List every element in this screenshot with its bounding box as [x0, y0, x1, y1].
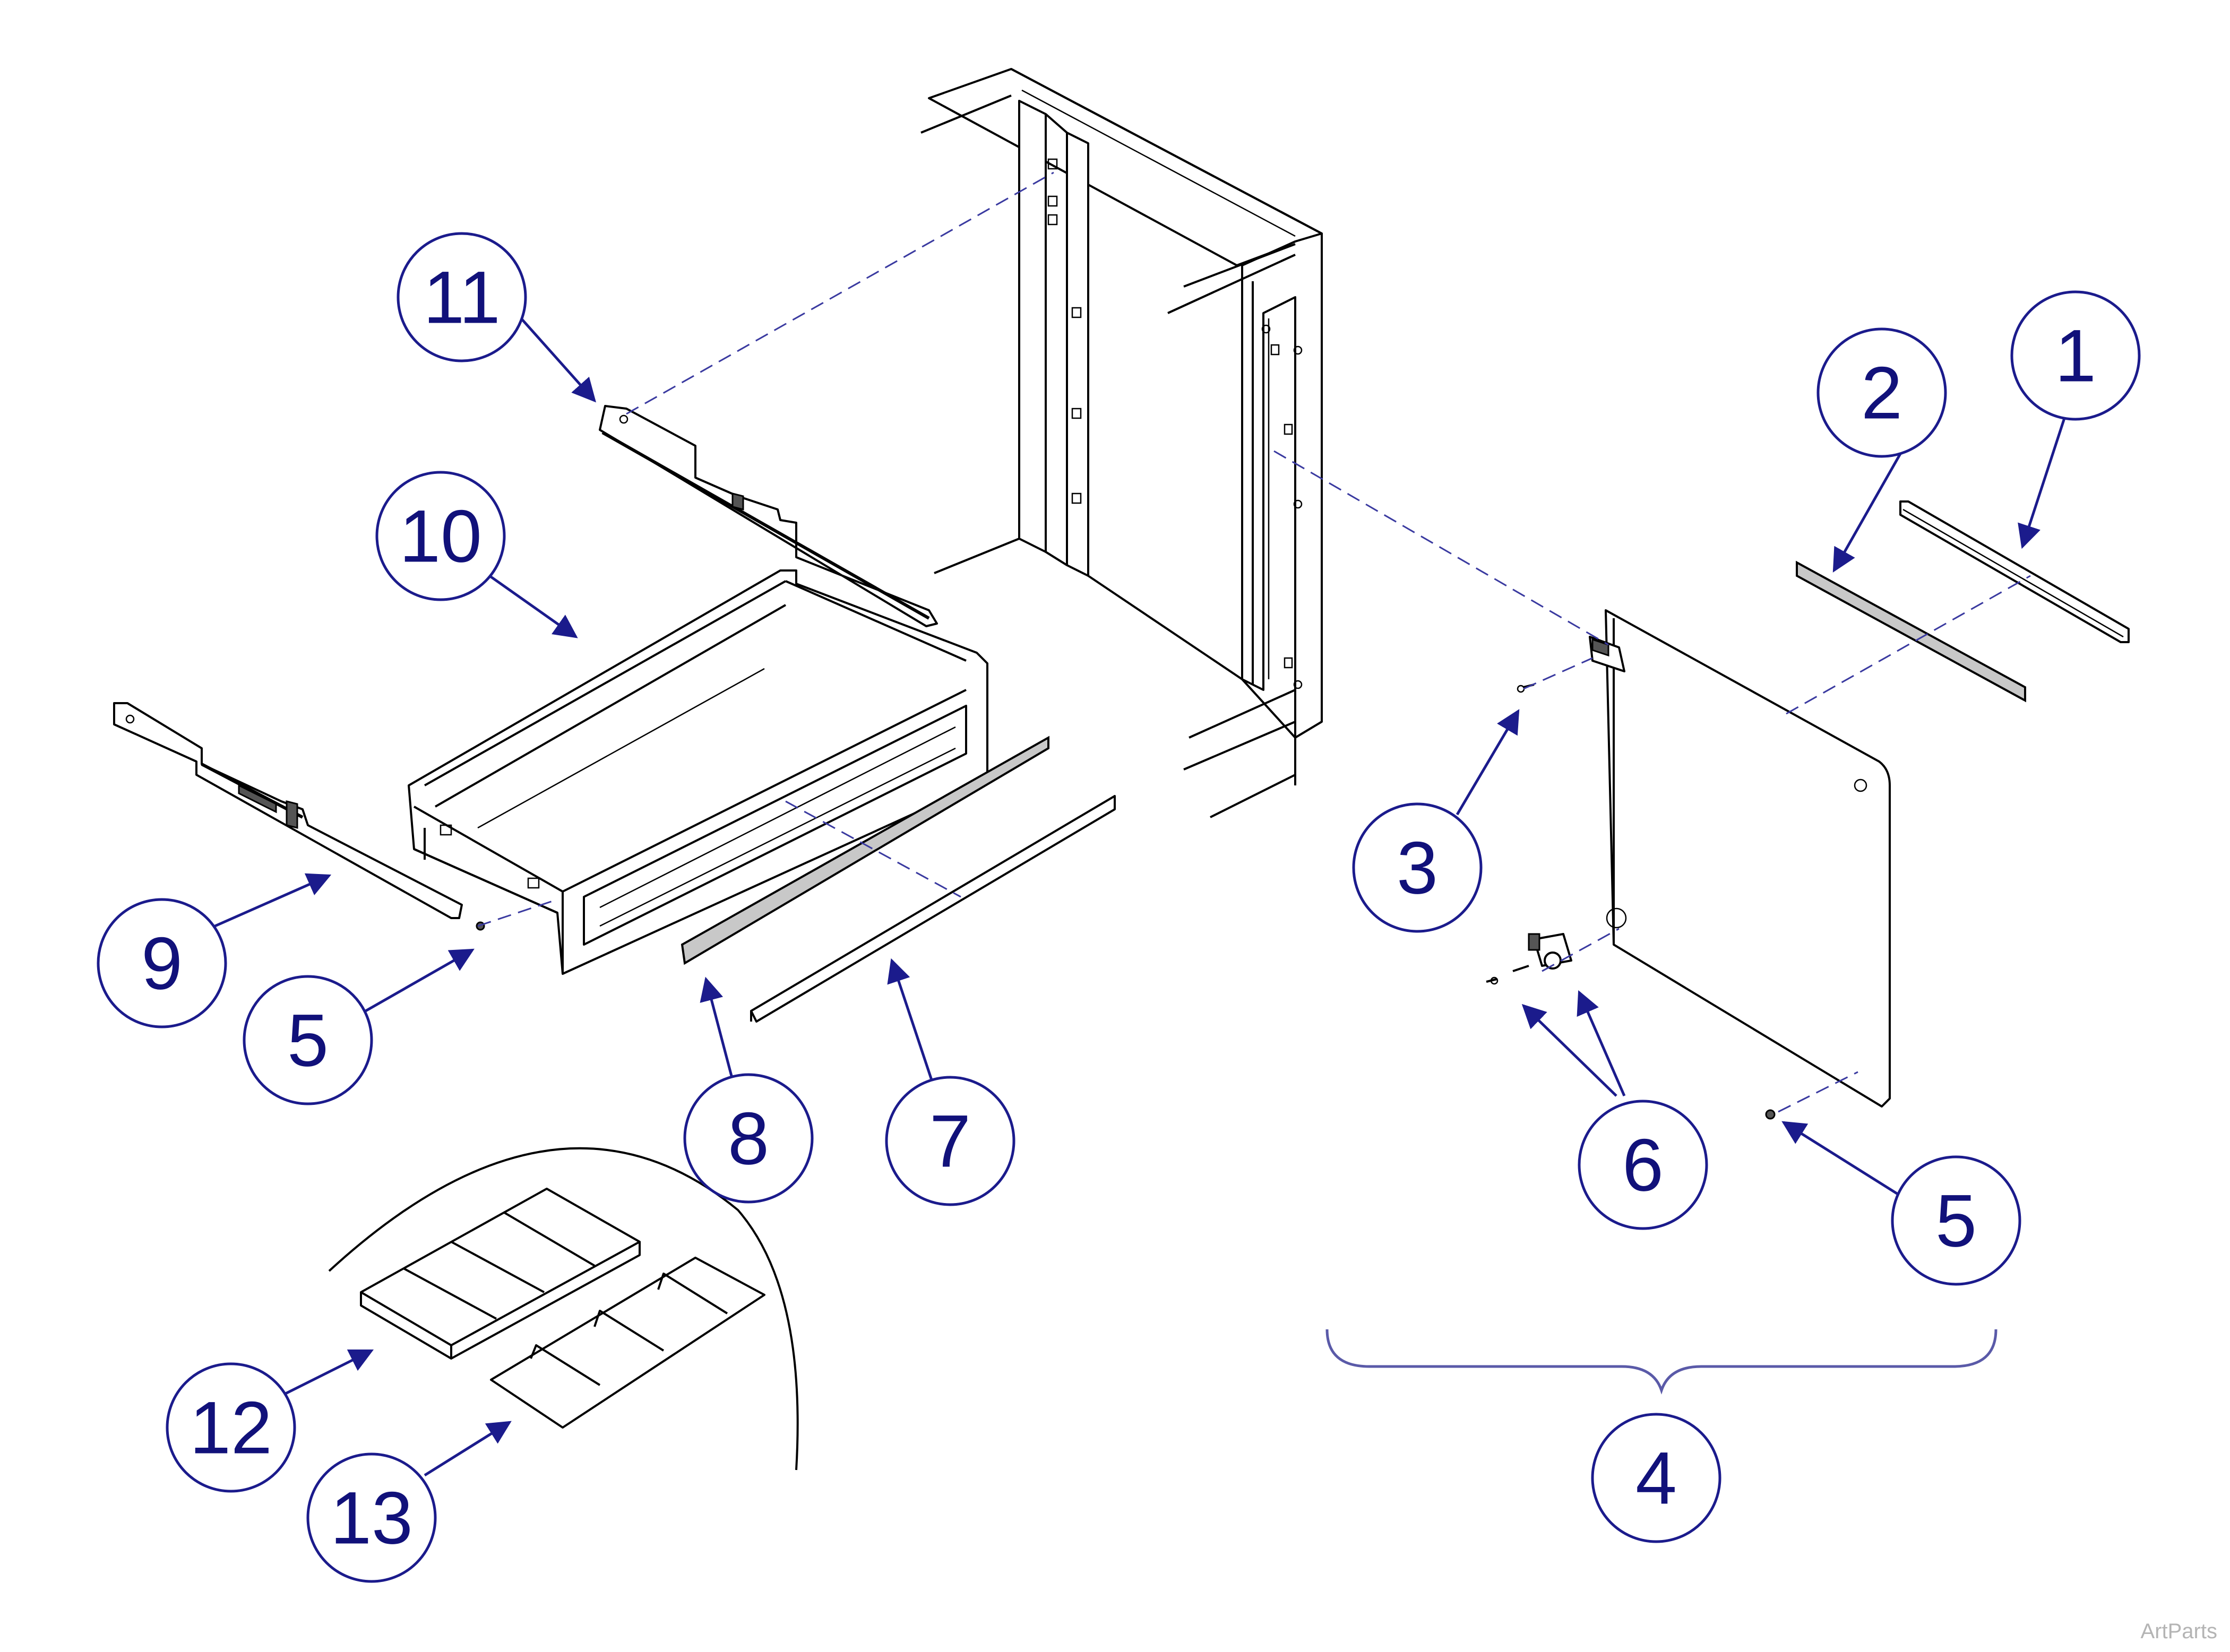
callout-label: 5: [1935, 1179, 1977, 1262]
callout-label: 1: [2055, 314, 2096, 397]
callout-12: 12: [166, 1362, 296, 1493]
callout-label: 9: [141, 922, 183, 1005]
callout-9: 9: [97, 898, 227, 1028]
callout-11: 11: [397, 232, 527, 362]
drawer-front-strips: [681, 736, 1116, 1023]
callout-10: 10: [375, 471, 506, 601]
callout-label: 3: [1397, 826, 1438, 910]
callout-3: 3: [1352, 802, 1483, 933]
drawer-slide-lower: [113, 702, 463, 919]
callout-13: 13: [306, 1452, 437, 1583]
callout-label: 5: [287, 999, 329, 1082]
callout-label: 4: [1635, 1437, 1677, 1520]
callout-label: 8: [728, 1097, 769, 1180]
callout-label: 2: [1861, 351, 1902, 435]
assembly-brace: [1325, 1329, 1997, 1395]
callout-label: 11: [423, 256, 500, 339]
organizer-inset: [328, 1147, 799, 1471]
callout-6: 6: [1578, 1100, 1708, 1230]
callout-8: 8: [683, 1073, 814, 1204]
watermark: ArtParts: [2140, 1620, 2217, 1643]
callout-4: 4: [1591, 1413, 1721, 1543]
callout-5-drawer: 5: [243, 975, 373, 1105]
callout-2: 2: [1816, 327, 1947, 458]
callout-5-door: 5: [1891, 1155, 2021, 1286]
callout-label: 7: [929, 1100, 971, 1183]
callout-label: 12: [190, 1386, 272, 1469]
callout-1: 1: [2010, 290, 2141, 421]
assembly-lines: [477, 171, 2031, 1113]
callout-label: 10: [399, 495, 482, 578]
callout-label: 6: [1622, 1123, 1664, 1207]
door-strips: [1796, 500, 2130, 703]
callout-label: 13: [330, 1476, 413, 1560]
drawer-box: [408, 569, 988, 975]
door-panel: [476, 609, 1891, 1120]
callout-7: 7: [885, 1076, 1015, 1206]
drawer-slide-upper: [599, 405, 938, 627]
cabinet-frame: [920, 68, 1323, 818]
